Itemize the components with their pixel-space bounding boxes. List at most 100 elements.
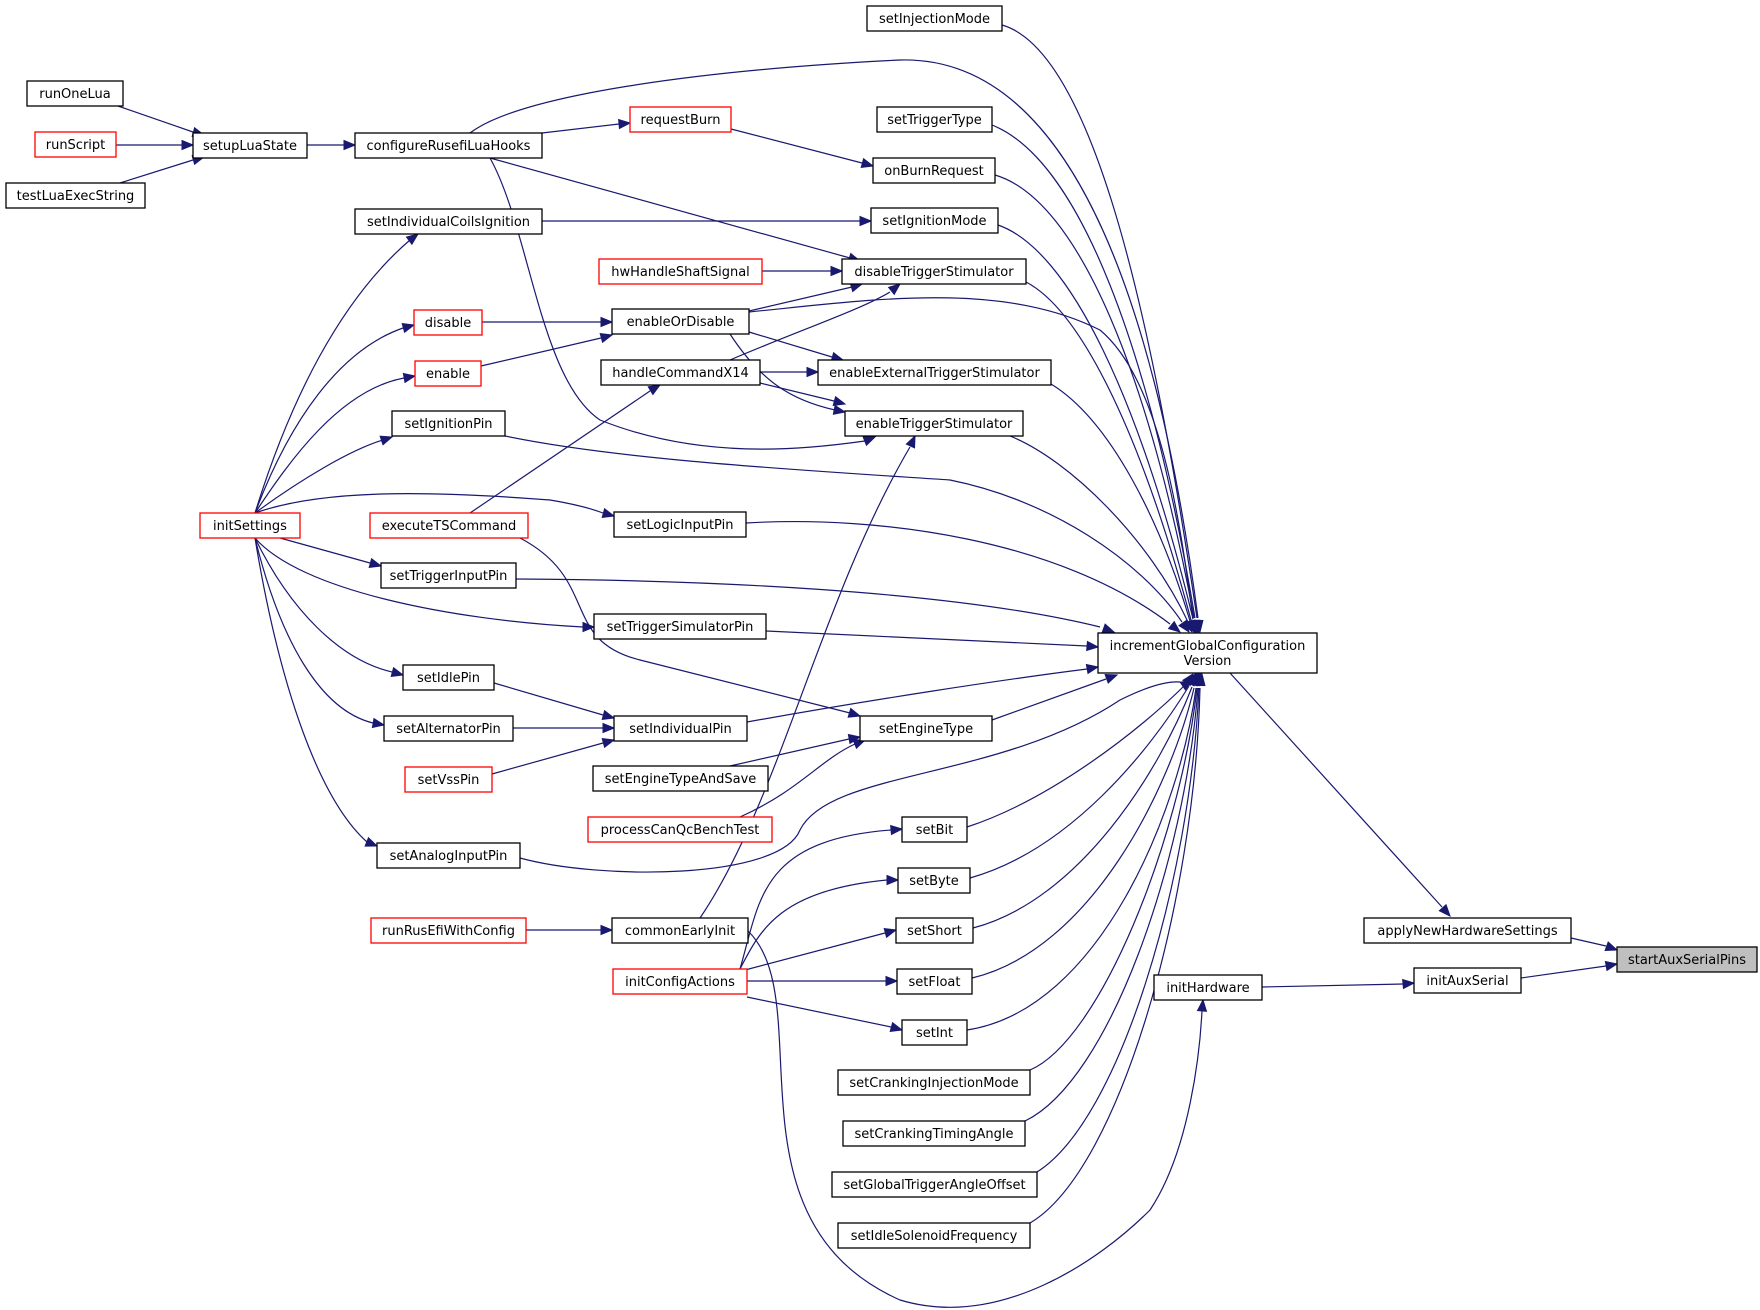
edge-line (254, 537, 374, 724)
node-box (629, 106, 732, 133)
edge-setIndividualPin-to-incrementGlobalConfigurationVersion (746, 663, 1100, 723)
arrowhead-icon (859, 215, 873, 227)
node-enableOrDisable[interactable]: enableOrDisable (611, 308, 750, 335)
node-initAuxSerial[interactable]: initAuxSerial (1413, 967, 1522, 994)
node-requestBurn[interactable]: requestBurn (629, 106, 732, 133)
arrowhead-icon (1604, 941, 1619, 951)
node-box (354, 132, 543, 159)
node-applyNewHardwareSettings[interactable]: applyNewHardwareSettings (1363, 917, 1572, 944)
node-setInjectionMode[interactable]: setInjectionMode (866, 5, 1003, 32)
node-setIndividualPin[interactable]: setIndividualPin (613, 715, 748, 742)
arrowhead-icon (600, 924, 614, 936)
node-setEngineTypeAndSave[interactable]: setEngineTypeAndSave (592, 765, 769, 792)
node-processCanQcBenchTest[interactable]: processCanQcBenchTest (587, 816, 773, 843)
node-hwHandleShaftSignal[interactable]: hwHandleShaftSignal (598, 258, 763, 285)
node-enableTriggerStimulator[interactable]: enableTriggerStimulator (844, 410, 1024, 437)
node-disableTriggerStimulator[interactable]: disableTriggerStimulator (841, 258, 1027, 285)
node-label: initHardware (1166, 981, 1249, 996)
node-setTriggerInputPin[interactable]: setTriggerInputPin (380, 562, 517, 589)
edge-commonEarlyInit-to-enableTriggerStimulator (699, 434, 916, 919)
edge-line (1024, 687, 1199, 1122)
node-setAnalogInputPin[interactable]: setAnalogInputPin (376, 842, 521, 869)
edge-line (254, 377, 405, 514)
node-setLogicInputPin[interactable]: setLogicInputPin (613, 511, 747, 538)
arrowhead-icon (1101, 623, 1116, 634)
node-setAlternatorPin[interactable]: setAlternatorPin (383, 715, 514, 742)
edge-line (1036, 687, 1200, 1173)
node-initSettings[interactable]: initSettings (199, 512, 301, 539)
node-label: setAnalogInputPin (390, 849, 508, 864)
node-testLuaExecString[interactable]: testLuaExecString (5, 182, 146, 209)
node-setFloat[interactable]: setFloat (896, 968, 973, 995)
node-label: executeTSCommand (382, 519, 517, 534)
node-initConfigActions[interactable]: initConfigActions (612, 968, 748, 995)
node-box (593, 613, 767, 640)
node-setIgnitionPin[interactable]: setIgnitionPin (391, 410, 506, 437)
edge-enable-to-enableOrDisable (480, 332, 614, 367)
node-handleCommandX14[interactable]: handleCommandX14 (600, 359, 761, 386)
node-setIgnitionMode[interactable]: setIgnitionMode (870, 207, 999, 234)
node-runRusEfiWithConfig[interactable]: runRusEfiWithConfig (370, 917, 527, 944)
edge-line (1009, 435, 1189, 623)
node-box (841, 258, 1027, 285)
node-box (413, 309, 483, 336)
edge-setEngineTypeAndSave-to-setEngineType (729, 733, 862, 767)
arrowhead-icon (1179, 679, 1194, 691)
node-label: enableExternalTriggerStimulator (829, 366, 1040, 381)
edge-line (739, 743, 856, 818)
node-setEngineType[interactable]: setEngineType (859, 715, 993, 742)
node-runScript[interactable]: runScript (34, 131, 117, 158)
node-configureRusefiLuaHooks[interactable]: configureRusefiLuaHooks (354, 132, 543, 159)
arrowhead-icon (1086, 640, 1100, 652)
arrowhead-icon (181, 139, 195, 151)
node-executeTSCommand[interactable]: executeTSCommand (369, 512, 529, 539)
node-label: setInt (916, 1026, 953, 1041)
node-label: setByte (909, 874, 959, 889)
node-disable[interactable]: disable (413, 309, 483, 336)
node-box (199, 512, 301, 539)
edge-line (1029, 687, 1198, 1071)
node-setTriggerSimulatorPin[interactable]: setTriggerSimulatorPin (593, 613, 767, 640)
arrowhead-icon (886, 874, 900, 886)
edge-line (991, 678, 1107, 721)
node-setupLuaState[interactable]: setupLuaState (192, 132, 308, 159)
edge-line (254, 537, 584, 628)
node-box (587, 816, 773, 843)
node-setIndividualCoilsIgnition[interactable]: setIndividualCoilsIgnition (354, 208, 543, 235)
node-setCrankingInjectionMode[interactable]: setCrankingInjectionMode (837, 1069, 1031, 1096)
node-label: applyNewHardwareSettings (1377, 924, 1557, 939)
edge-line (254, 537, 393, 673)
node-setIdlePin[interactable]: setIdlePin (402, 664, 495, 691)
node-setIdleSolenoidFrequency[interactable]: setIdleSolenoidFrequency (837, 1222, 1031, 1249)
node-setBit[interactable]: setBit (901, 816, 968, 843)
edge-initSettings-to-setIndividualCoilsIgnition (254, 233, 420, 514)
node-runOneLua[interactable]: runOneLua (26, 80, 124, 107)
edge-initConfigActions-to-setInt (746, 996, 904, 1033)
node-label: setBit (916, 823, 954, 838)
node-commonEarlyInit[interactable]: commonEarlyInit (611, 917, 749, 944)
node-setVssPin[interactable]: setVssPin (404, 766, 493, 793)
node-label: enable (426, 367, 470, 382)
node-setCrankingTimingAngle[interactable]: setCrankingTimingAngle (842, 1120, 1026, 1147)
node-label: requestBurn (641, 113, 721, 128)
node-setTriggerType[interactable]: setTriggerType (876, 106, 993, 133)
edge-processCanQcBenchTest-to-setEngineType (739, 739, 867, 818)
node-label: hwHandleShaftSignal (611, 265, 750, 280)
edge-setShort-to-incrementGlobalConfigurationVersion (972, 672, 1198, 929)
node-setInt[interactable]: setInt (901, 1019, 968, 1046)
node-initHardware[interactable]: initHardware (1153, 974, 1263, 1001)
node-box (837, 1222, 1031, 1249)
node-label: runScript (46, 138, 106, 153)
node-setByte[interactable]: setByte (897, 867, 971, 894)
node-enable[interactable]: enable (414, 360, 482, 387)
edge-initSettings-to-setIgnitionPin (254, 435, 394, 514)
node-setGlobalTriggerAngleOffset[interactable]: setGlobalTriggerAngleOffset (831, 1171, 1038, 1198)
edge-setGlobalTriggerAngleOffset-to-incrementGlobalConfigurationVersion (1036, 672, 1205, 1173)
arrowhead-icon (1178, 619, 1190, 634)
node-startAuxSerialPins[interactable]: startAuxSerialPins (1616, 946, 1758, 973)
node-setShort[interactable]: setShort (895, 917, 974, 944)
node-enableExternalTriggerStimulator[interactable]: enableExternalTriggerStimulator (817, 359, 1052, 386)
node-onBurnRequest[interactable]: onBurnRequest (872, 157, 996, 184)
edge-line (971, 687, 1195, 979)
